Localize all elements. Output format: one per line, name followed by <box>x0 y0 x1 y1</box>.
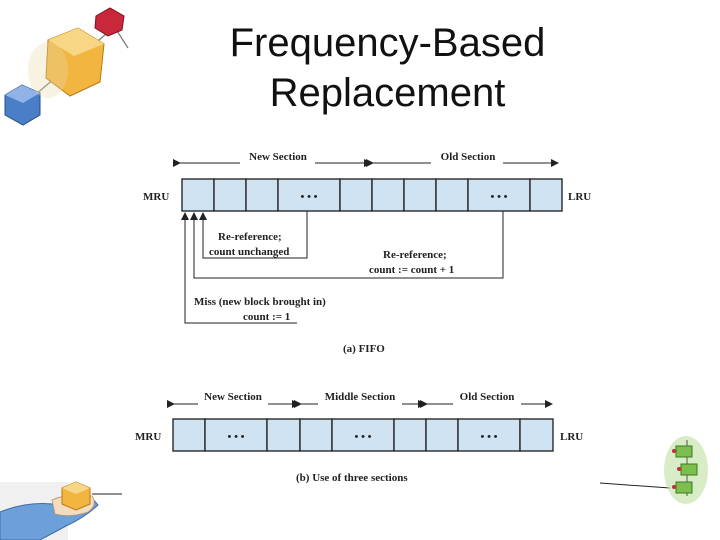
cache-block-ellipsis <box>331 418 395 452</box>
title-line-2: Replacement <box>269 71 506 115</box>
miss-line1: Miss (new block brought in) <box>194 296 326 308</box>
middle-section-label-b: Middle Section <box>325 391 396 403</box>
cache-block <box>529 178 563 212</box>
buffer-cells-b <box>172 418 554 452</box>
cache-block <box>299 418 333 452</box>
cache-block <box>172 418 206 452</box>
mru-label: MRU <box>143 191 169 203</box>
rereference-unchanged-arrow <box>199 211 308 259</box>
cache-block-ellipsis <box>277 178 341 212</box>
mru-label-b: MRU <box>135 431 161 443</box>
cache-block <box>181 178 215 212</box>
diagram-a: New Section Old Section MRU LRU • • • • … <box>143 151 591 355</box>
caption-b: (b) Use of three sections <box>296 472 408 484</box>
cache-block <box>213 178 247 212</box>
slide-title: Frequency-Based Replacement <box>150 18 625 118</box>
lru-label: LRU <box>568 191 591 203</box>
rereference-unchanged-line1: Re-reference; <box>218 231 282 243</box>
title-line-1: Frequency-Based <box>229 21 546 65</box>
cache-block-ellipsis <box>204 418 268 452</box>
hand-cube-clipart-icon <box>0 481 122 540</box>
cache-block <box>371 178 405 212</box>
cache-block <box>339 178 373 212</box>
buffer-cells-a <box>181 178 563 212</box>
cache-block <box>393 418 427 452</box>
rereference-increment-arrow <box>190 211 504 279</box>
miss-line2: count := 1 <box>243 311 290 323</box>
miss-arrow <box>181 212 297 324</box>
old-section-label: Old Section <box>441 151 496 163</box>
stacked-blocks-clipart-icon <box>599 436 708 504</box>
cache-block <box>266 418 301 452</box>
ellipsis-dots: • • • <box>300 191 317 203</box>
ellipsis-dots: • • • <box>354 431 371 443</box>
diagram-b: New Section Middle Section Old Section M… <box>135 391 583 484</box>
cache-block <box>519 418 554 452</box>
ellipsis-dots: • • • <box>227 431 244 443</box>
ellipsis-dots: • • • <box>480 431 497 443</box>
caption-a: (a) FIFO <box>343 343 385 355</box>
rereference-increment-line1: Re-reference; <box>383 249 447 261</box>
cube-clipart-icon <box>4 7 129 126</box>
ellipsis-dots: • • • <box>490 191 507 203</box>
rereference-increment-line2: count := count + 1 <box>369 264 454 276</box>
cache-block <box>403 178 437 212</box>
cache-block <box>425 418 459 452</box>
new-section-label-b: New Section <box>204 391 262 403</box>
rereference-unchanged-line2: count unchanged <box>209 246 289 258</box>
old-section-label-b: Old Section <box>460 391 515 403</box>
new-section-label: New Section <box>249 151 307 163</box>
cache-block <box>435 178 469 212</box>
lru-label-b: LRU <box>560 431 583 443</box>
cache-block <box>245 178 279 212</box>
